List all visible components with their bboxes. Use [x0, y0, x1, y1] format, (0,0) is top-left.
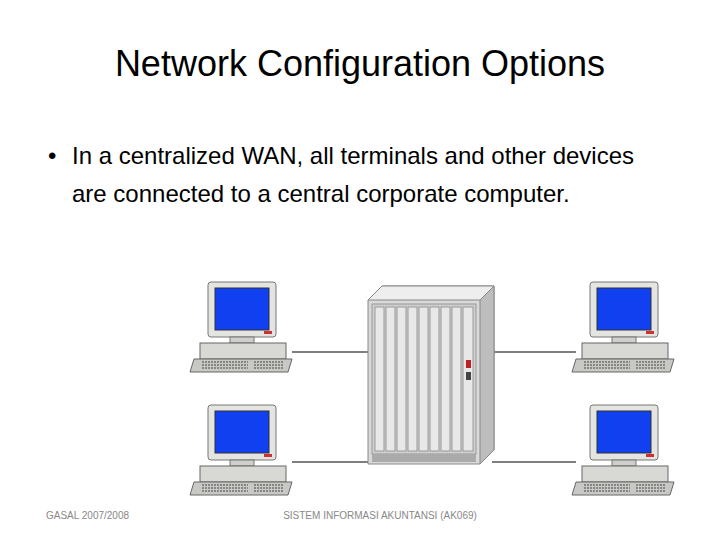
footer-text: SISTEM INFORMASI AKUNTANSI (AK069) [260, 510, 500, 521]
terminal-computer [190, 405, 292, 495]
terminal-computer [190, 282, 292, 372]
bullet-mark: • [48, 137, 56, 175]
slide-title: Network Configuration Options [0, 42, 720, 86]
footer-text: GASAL 2007/2008 [46, 510, 129, 521]
terminal-computer [572, 282, 674, 372]
terminal-computer [572, 405, 674, 495]
central-server [368, 286, 494, 464]
bullet-text: In a centralized WAN, all terminals and … [72, 137, 652, 213]
